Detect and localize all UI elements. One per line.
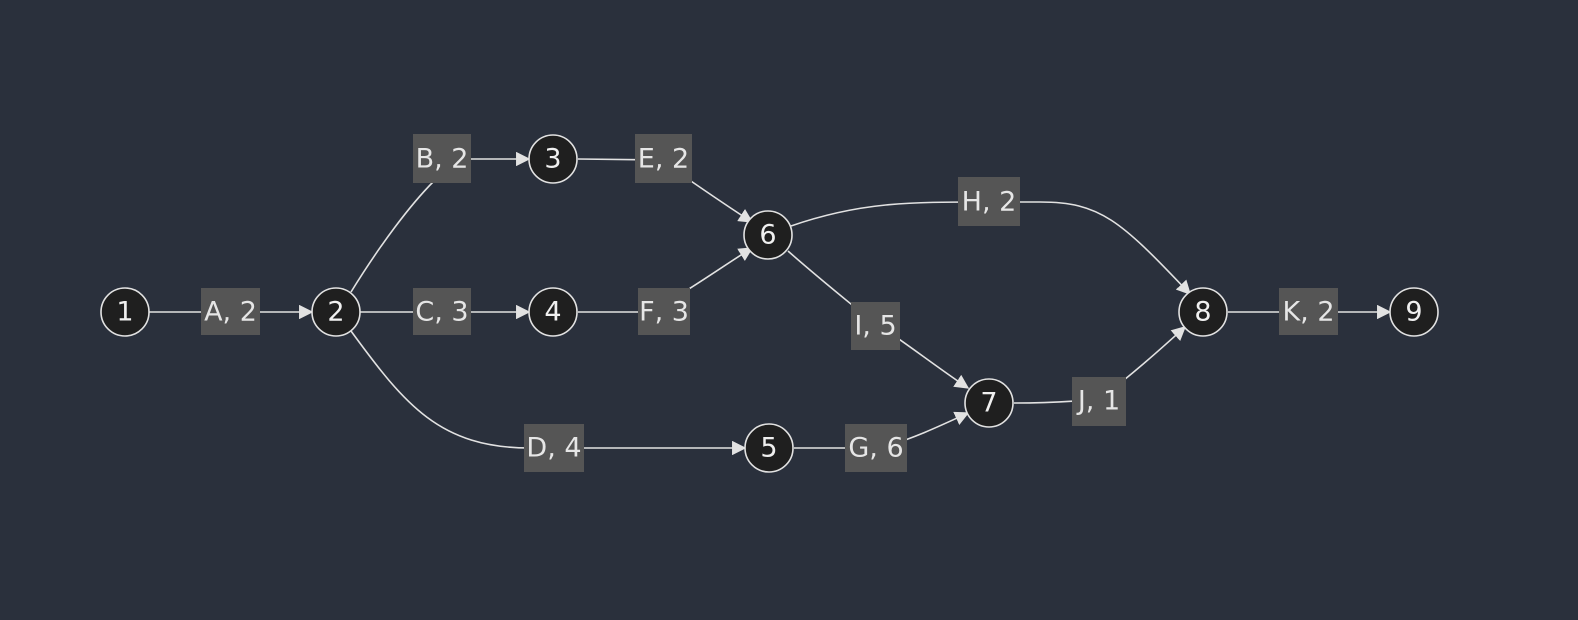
- edge-label-3-6: E, 2: [635, 134, 692, 183]
- node-9[interactable]: 9: [1389, 287, 1439, 337]
- edge-label-2-5: D, 4: [524, 424, 584, 472]
- edge-label-text: H, 2: [962, 187, 1017, 218]
- node-5[interactable]: 5: [744, 423, 794, 473]
- edge-label-text: J, 1: [1076, 386, 1120, 417]
- node-label: 9: [1405, 297, 1422, 328]
- edge-label-text: A, 2: [204, 297, 257, 328]
- edge-label-text: B, 2: [416, 144, 469, 175]
- edge-label-2-3: B, 2: [413, 134, 471, 183]
- node-6[interactable]: 6: [743, 210, 793, 260]
- edge-label-text: E, 2: [638, 144, 689, 175]
- edge-label-6-7: I, 5: [851, 302, 900, 350]
- edge-label-text: K, 2: [1282, 297, 1334, 328]
- node-4[interactable]: 4: [528, 287, 578, 337]
- edge-label-6-8: H, 2: [958, 177, 1020, 226]
- node-7[interactable]: 7: [964, 378, 1014, 428]
- edge-label-text: G, 6: [848, 433, 903, 464]
- edge-label-2-4: C, 3: [413, 288, 471, 335]
- node-label: 5: [760, 433, 777, 464]
- node-label: 8: [1194, 297, 1211, 328]
- edge-label-text: C, 3: [415, 297, 468, 328]
- node-label: 6: [759, 220, 776, 251]
- edge-label-text: I, 5: [854, 311, 896, 342]
- node-8[interactable]: 8: [1178, 287, 1228, 337]
- nodes: 1 2 3 4 5 6 7 8: [100, 134, 1439, 473]
- node-label: 3: [544, 144, 561, 175]
- node-1[interactable]: 1: [100, 287, 150, 337]
- node-3[interactable]: 3: [528, 134, 578, 184]
- edge-label-text: F, 3: [639, 297, 689, 328]
- edge-2-5: [350, 330, 747, 456]
- node-label: 7: [980, 388, 997, 419]
- node-label: 1: [116, 297, 133, 328]
- node-label: 4: [544, 297, 561, 328]
- edge-label-text: D, 4: [526, 433, 581, 464]
- node-label: 2: [327, 297, 344, 328]
- edge-label-7-8: J, 1: [1072, 377, 1126, 426]
- edge-label-5-7: G, 6: [845, 424, 907, 472]
- node-2[interactable]: 2: [311, 287, 361, 337]
- edge-label-8-9: K, 2: [1279, 288, 1338, 335]
- edge-label-4-6: F, 3: [638, 288, 690, 335]
- edge-label-1-2: A, 2: [201, 288, 260, 335]
- edge-labels: A, 2 B, 2 C, 3 D, 4 E, 2 F, 3 G, 6 H, 2: [201, 134, 1338, 472]
